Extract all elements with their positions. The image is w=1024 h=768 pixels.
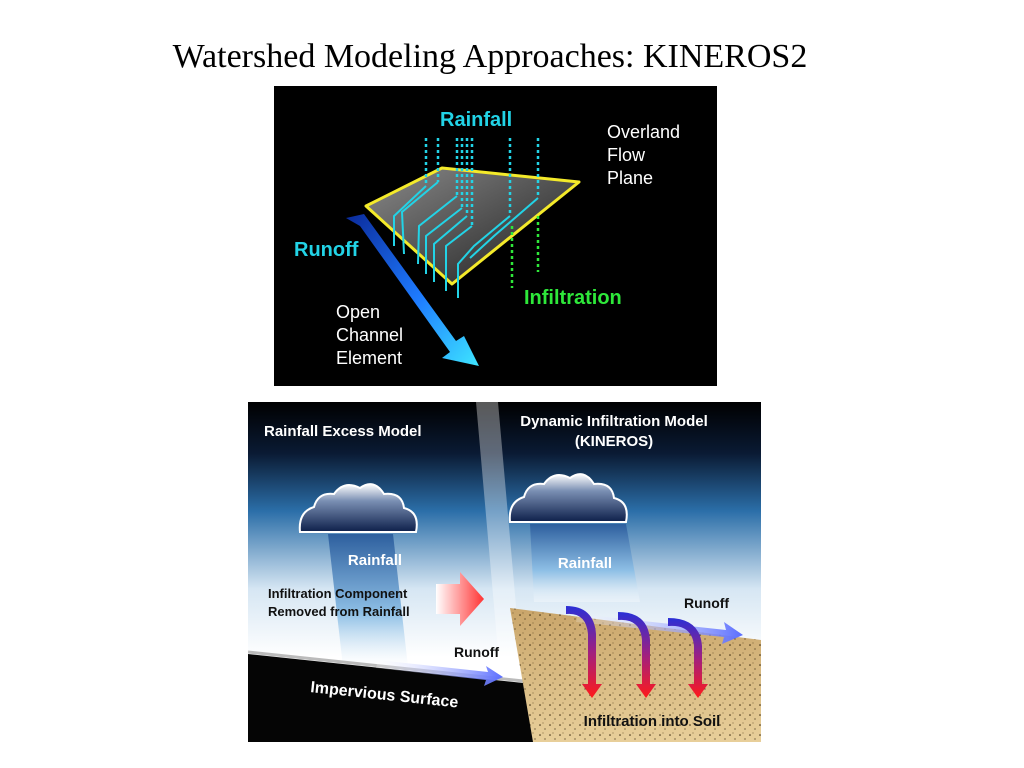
right-rain-label: Rainfall xyxy=(558,555,612,572)
removed-label-line2: Removed from Rainfall xyxy=(268,604,410,619)
rainfall-lines xyxy=(424,138,540,226)
channel-label-line1: Open xyxy=(336,302,380,322)
runoff-arrow xyxy=(346,214,479,366)
right-runoff-label: Runoff xyxy=(684,595,729,611)
impervious-surface xyxy=(248,654,533,742)
overland-label-line2: Flow xyxy=(607,145,646,165)
channel-label-line2: Channel xyxy=(336,325,403,345)
panel-divider xyxy=(476,402,528,742)
right-cloud xyxy=(508,473,628,523)
right-heading-line1: Dynamic Infiltration Model xyxy=(520,413,708,430)
overland-flow-svg: Rainfall Overland Flow Plane Runoff Infi… xyxy=(294,109,680,368)
overland-flow-diagram: Rainfall Overland Flow Plane Runoff Infi… xyxy=(274,86,717,386)
left-runoff-label: Runoff xyxy=(454,644,499,660)
overland-label-line3: Plane xyxy=(607,168,653,188)
runoff-label: Runoff xyxy=(294,239,359,261)
infiltration-lines xyxy=(510,216,540,288)
surface-flow-lines xyxy=(393,181,539,298)
left-rain-beam xyxy=(328,534,408,667)
infiltration-model-svg: Rainfall Excess Model Dynamic Infiltrati… xyxy=(248,402,761,742)
infiltration-label: Infiltration xyxy=(524,287,622,309)
left-runoff-arrow xyxy=(376,660,503,686)
overland-label-line1: Overland xyxy=(607,122,680,142)
left-heading: Rainfall Excess Model xyxy=(264,423,422,440)
soil-infiltration-arrows xyxy=(566,606,708,698)
right-heading-line2: (KINEROS) xyxy=(575,433,653,450)
removed-label-line1: Infiltration Component xyxy=(268,586,408,601)
right-runoff-arrow xyxy=(576,614,743,644)
rainfall-label: Rainfall xyxy=(440,109,512,131)
channel-label-line3: Element xyxy=(336,348,402,368)
slide-title: Watershed Modeling Approaches: KINEROS2 xyxy=(172,38,808,75)
removed-infiltration-arrow xyxy=(436,572,484,626)
left-rain-label: Rainfall xyxy=(348,552,402,569)
infiltration-model-diagram: Rainfall Excess Model Dynamic Infiltrati… xyxy=(248,402,761,742)
left-cloud xyxy=(298,483,418,533)
soil-label: Infiltration into Soil xyxy=(584,713,721,730)
right-rain-beam xyxy=(530,524,640,602)
